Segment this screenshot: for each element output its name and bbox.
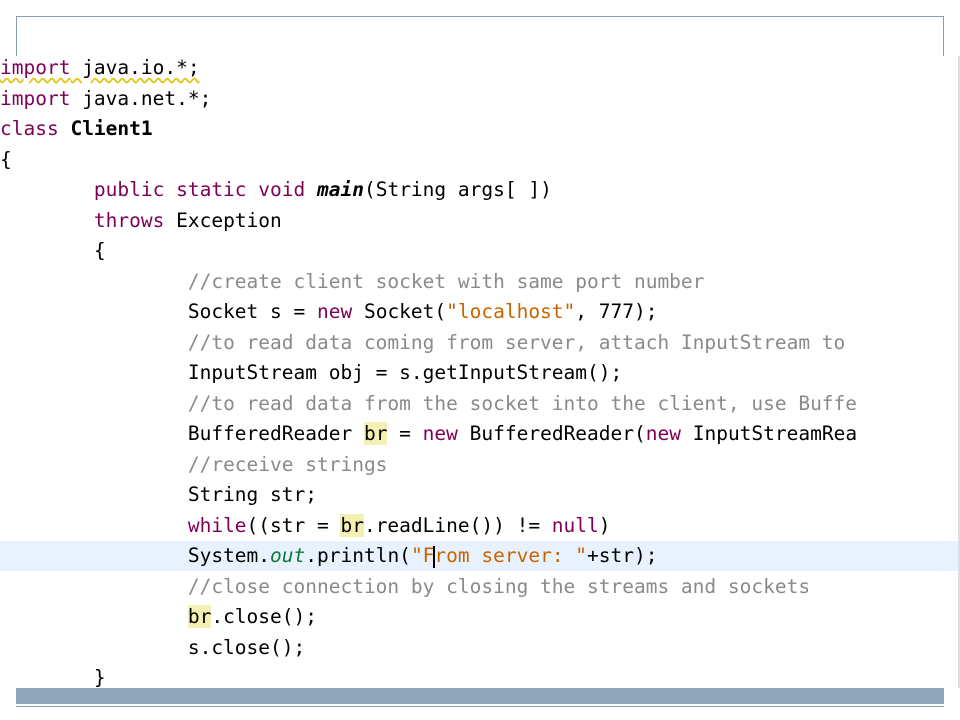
code-line[interactable]: public static void main(String args[ ]) bbox=[0, 175, 958, 205]
code-line[interactable]: InputStream obj = s.getInputStream(); bbox=[0, 358, 958, 388]
code-line[interactable]: s.close(); bbox=[0, 633, 958, 663]
code-line[interactable]: } bbox=[0, 663, 958, 688]
code-token: { bbox=[0, 147, 12, 171]
code-token: ) bbox=[598, 513, 611, 537]
code-token bbox=[0, 392, 188, 415]
code-line[interactable]: import java.net.*; bbox=[0, 84, 958, 114]
editor-right-edge bbox=[958, 56, 960, 688]
code-token: //to read data coming from server, attac… bbox=[187, 330, 846, 354]
text-caret bbox=[433, 545, 436, 568]
code-token: br bbox=[340, 513, 364, 537]
code-token bbox=[0, 178, 94, 201]
code-token: "localhost" bbox=[446, 300, 576, 323]
code-token: br bbox=[187, 605, 212, 628]
code-token: //create client socket with same port nu… bbox=[187, 269, 705, 293]
code-token: , 777); bbox=[575, 300, 658, 323]
code-line[interactable]: class Client1 bbox=[0, 114, 958, 144]
code-token: "F bbox=[410, 544, 435, 567]
code-token: //to read data from the socket into the … bbox=[187, 391, 858, 415]
code-token: main bbox=[317, 178, 364, 201]
code-line[interactable]: //receive strings bbox=[0, 450, 958, 480]
code-token: null bbox=[551, 513, 599, 537]
code-line[interactable]: while((str = br.readLine()) != null) bbox=[0, 511, 958, 541]
code-token: String str; bbox=[0, 483, 317, 506]
code-token: new bbox=[422, 422, 458, 445]
code-line[interactable]: { bbox=[0, 236, 958, 266]
code-token bbox=[59, 117, 71, 140]
code-token: .close(); bbox=[211, 605, 317, 628]
code-line[interactable]: //close connection by closing the stream… bbox=[0, 572, 958, 602]
code-token: new bbox=[316, 300, 353, 323]
code-token: Exception bbox=[164, 208, 282, 232]
code-token: } bbox=[0, 666, 106, 688]
code-token: InputStreamRea bbox=[680, 422, 858, 445]
code-token: br bbox=[363, 422, 388, 445]
code-token bbox=[0, 605, 188, 628]
code-line-current[interactable]: System.out.println("From server: "+str); bbox=[0, 541, 958, 571]
code-token: //receive strings bbox=[187, 452, 388, 476]
code-token: new bbox=[645, 422, 681, 445]
code-token: out bbox=[270, 544, 306, 567]
code-token: public static void bbox=[93, 178, 306, 201]
slide-bottom-bar bbox=[16, 688, 944, 704]
code-token bbox=[0, 514, 188, 537]
code-token: s.close(); bbox=[0, 635, 306, 659]
code-line[interactable]: //create client socket with same port nu… bbox=[0, 267, 958, 297]
code-line[interactable]: BufferedReader br = new BufferedReader(n… bbox=[0, 419, 958, 449]
code-token: Client1 bbox=[70, 117, 153, 140]
code-editor[interactable]: import java.io.*;import java.net.*;class… bbox=[0, 50, 958, 688]
code-token: ((str = bbox=[246, 513, 341, 537]
slide-top-frame bbox=[16, 16, 944, 56]
code-token: import bbox=[0, 86, 71, 110]
code-token bbox=[0, 270, 188, 293]
code-token: rom server: " bbox=[434, 544, 588, 567]
code-token: import bbox=[0, 56, 71, 79]
code-line[interactable]: //to read data coming from server, attac… bbox=[0, 328, 958, 358]
code-line[interactable]: import java.io.*; bbox=[0, 53, 958, 83]
code-token: java.io.*; bbox=[70, 56, 200, 79]
code-token bbox=[0, 453, 188, 476]
code-token: (String args[ ]) bbox=[363, 178, 552, 201]
code-token: +str); bbox=[587, 544, 658, 567]
code-line[interactable]: { bbox=[0, 145, 958, 175]
code-token: BufferedReader bbox=[0, 422, 364, 445]
code-token: Socket( bbox=[352, 300, 447, 323]
code-token: { bbox=[0, 239, 106, 262]
slide-bottom-line bbox=[16, 706, 944, 707]
code-token bbox=[0, 331, 188, 354]
code-line[interactable]: //to read data from the socket into the … bbox=[0, 389, 958, 419]
code-token bbox=[0, 209, 94, 232]
code-token bbox=[0, 575, 188, 598]
code-token: while bbox=[187, 513, 247, 537]
code-token: BufferedReader( bbox=[457, 422, 646, 445]
code-line[interactable]: Socket s = new Socket("localhost", 777); bbox=[0, 297, 958, 327]
code-token: //close connection by closing the stream… bbox=[187, 574, 811, 598]
code-token: InputStream obj = s.getInputStream(); bbox=[0, 361, 623, 384]
code-token: System. bbox=[0, 544, 271, 567]
code-line[interactable]: throws Exception bbox=[0, 206, 958, 236]
code-line[interactable]: br.close(); bbox=[0, 602, 958, 632]
code-token: java.net.*; bbox=[70, 86, 212, 110]
code-line[interactable]: String str; bbox=[0, 480, 958, 510]
code-token: class bbox=[0, 117, 59, 140]
code-token: Socket s = bbox=[0, 300, 317, 323]
code-token: .readLine()) != bbox=[363, 513, 552, 537]
code-token: .println( bbox=[305, 544, 411, 567]
code-token: throws bbox=[93, 208, 165, 232]
code-token: = bbox=[387, 422, 423, 445]
code-token bbox=[305, 178, 317, 201]
